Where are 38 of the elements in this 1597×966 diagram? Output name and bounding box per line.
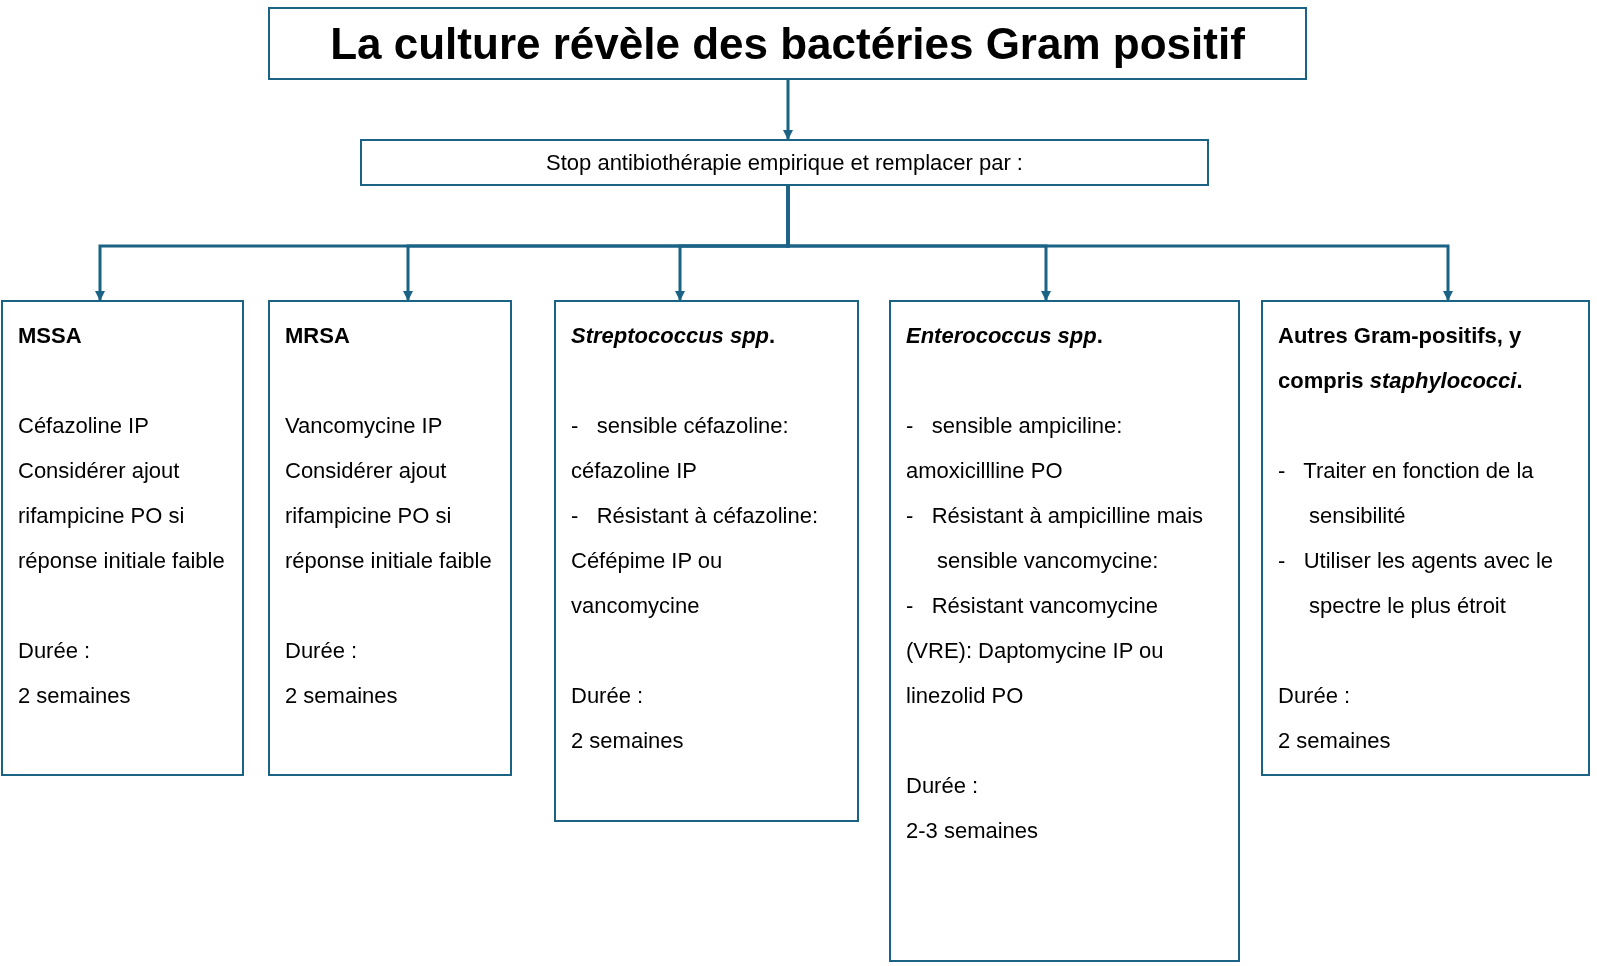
box-text: - Résistant vancomycine (VRE): Daptomycine IP ou linezolid PO [906,592,1165,710]
box-text: Durée : [1278,682,1352,710]
box-text: - sensible céfazoline: céfazoline IP [571,412,790,485]
box-heading: Enterococcus spp. [906,322,1104,350]
box-text: 2-3 semaines [906,817,1040,845]
box-heading: MRSA [285,322,351,350]
box-heading: Autres Gram-positifs, y compris staphylococci. [1278,322,1524,395]
title-box [268,7,1307,80]
box-text: 2 semaines [1278,727,1392,755]
title-text: La culture révèle des bactéries Gram positif [330,17,1245,70]
box-text: - Traiter en fonction de la sensibilité [1278,457,1535,530]
arrow [783,80,793,140]
box-text: 2 semaines [285,682,399,710]
treatment-box [1,300,244,776]
box-text: Stop antibiothérapie empirique et remplacer par : [546,149,1023,177]
treatment-box [1261,300,1590,776]
box-text: Durée : [571,682,645,710]
box-text: Considérer ajout rifampicine PO si réponse initiale faible [285,457,493,575]
process-box [360,139,1209,186]
box-text: Durée : [285,637,359,665]
treatment-box [268,300,512,776]
box-text: Céfépime IP ou vancomycine [571,547,724,620]
arrow [786,186,1453,301]
box-text: 2 semaines [18,682,132,710]
box-text: Céfazoline IP [18,412,150,440]
box-heading: Streptococcus spp. [571,322,777,350]
box-text: - Résistant à céfazoline: [571,502,819,530]
box-text: Durée : [906,772,980,800]
box-text: 2 semaines [571,727,685,755]
treatment-box [889,300,1240,962]
box-text: - sensible ampiciline: amoxicillline PO [906,412,1124,485]
box-text: Vancomycine IP [285,412,444,440]
box-text: - Utiliser les agents avec le spectre le plus étroit [1278,547,1555,620]
box-text: Considérer ajout rifampicine PO si réponse initiale faible [18,457,226,575]
box-text: - Résistant à ampicilline mais sensible vancomycine: [906,502,1205,575]
treatment-box [554,300,859,822]
box-text: Durée : [18,637,92,665]
box-heading: MSSA [18,322,83,350]
